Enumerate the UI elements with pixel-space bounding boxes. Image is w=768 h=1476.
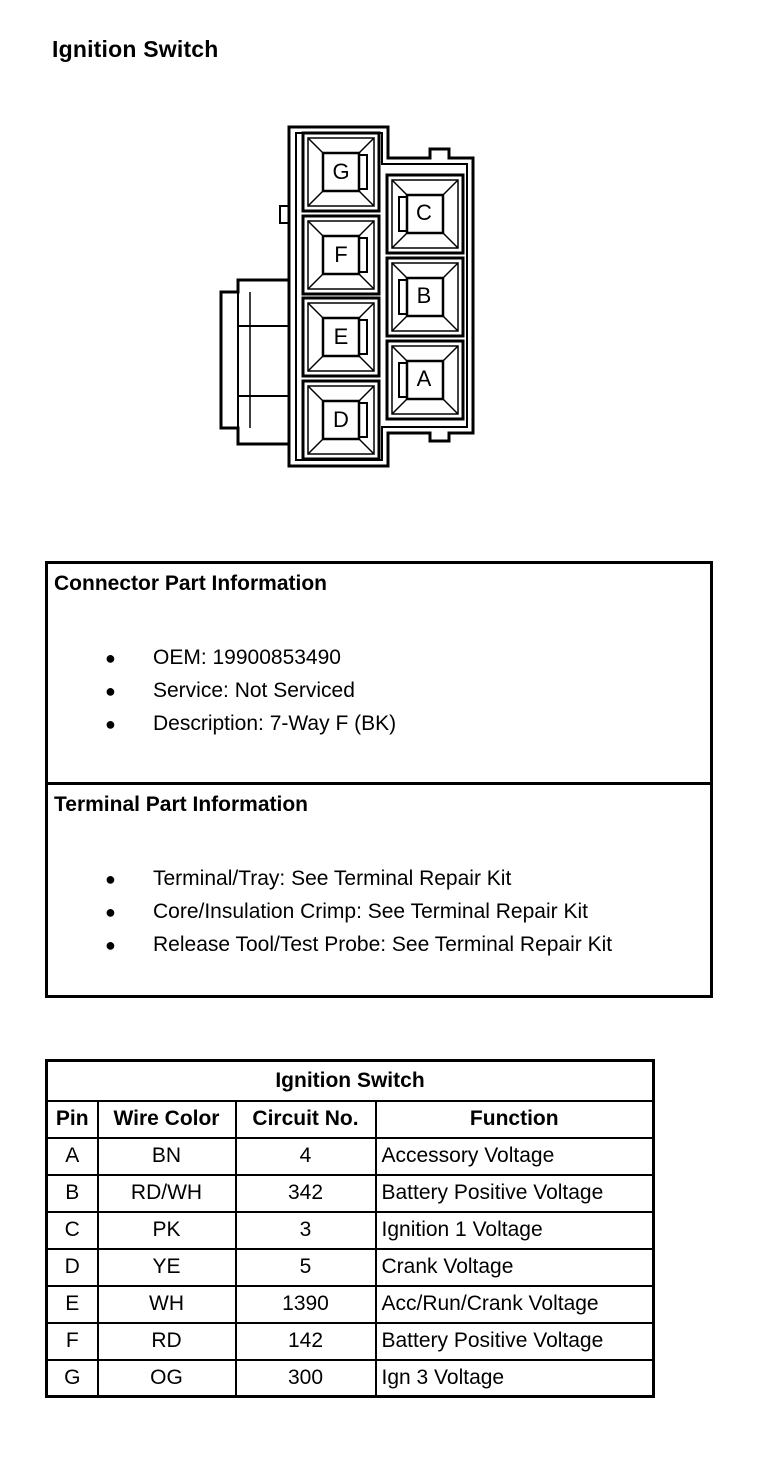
pin-label-d: D bbox=[333, 407, 349, 432]
pin-table-title: Ignition Switch bbox=[45, 1059, 655, 1102]
cavity-g bbox=[301, 131, 381, 213]
cell-function: Accessory Voltage bbox=[374, 1136, 655, 1176]
header-pin: Pin bbox=[45, 1099, 99, 1139]
table-header-row: Pin Wire Color Circuit No. Function bbox=[45, 1099, 655, 1139]
cell-pin: C bbox=[45, 1210, 99, 1250]
list-item: ●Terminal/Tray: See Terminal Repair Kit bbox=[105, 867, 512, 890]
pin-table: Ignition Switch Pin Wire Color Circuit N… bbox=[45, 1059, 655, 1398]
header-circuit-no: Circuit No. bbox=[234, 1099, 377, 1139]
cell-wire-color: RD/WH bbox=[96, 1173, 237, 1213]
connector-face-diagram: G F E D C B A bbox=[219, 125, 475, 468]
cavity-d bbox=[301, 379, 381, 461]
cavity-c bbox=[385, 173, 465, 255]
page-title: Ignition Switch bbox=[52, 36, 219, 62]
cell-function: Battery Positive Voltage bbox=[374, 1173, 655, 1213]
terminal-info-title: Terminal Part Information bbox=[54, 793, 308, 816]
cavity-e bbox=[301, 296, 381, 378]
cell-wire-color: BN bbox=[96, 1136, 237, 1176]
pin-label-e: E bbox=[334, 324, 349, 349]
header-function: Function bbox=[374, 1099, 655, 1139]
connector-info-list: ●OEM: 19900853490 ●Service: Not Serviced… bbox=[48, 646, 710, 745]
cell-wire-color: OG bbox=[96, 1358, 237, 1398]
cell-circuit-no: 5 bbox=[234, 1247, 377, 1287]
terminal-info-list: ●Terminal/Tray: See Terminal Repair Kit … bbox=[48, 867, 710, 966]
list-item: ●Description: 7-Way F (BK) bbox=[105, 712, 397, 735]
cell-wire-color: PK bbox=[96, 1210, 237, 1250]
pin-label-b: B bbox=[417, 283, 432, 308]
list-item: ●OEM: 19900853490 bbox=[105, 646, 341, 669]
cell-function: Ignition 1 Voltage bbox=[374, 1210, 655, 1250]
cell-circuit-no: 1390 bbox=[234, 1284, 377, 1324]
pin-label-c: C bbox=[416, 200, 432, 225]
pin-label-a: A bbox=[417, 366, 432, 391]
cell-function: Crank Voltage bbox=[374, 1247, 655, 1287]
cell-pin: F bbox=[45, 1321, 99, 1361]
cavity-f bbox=[301, 214, 381, 296]
cell-wire-color: RD bbox=[96, 1321, 237, 1361]
cell-pin: B bbox=[45, 1173, 99, 1213]
list-item: ●Service: Not Serviced bbox=[105, 679, 355, 702]
cell-pin: D bbox=[45, 1247, 99, 1287]
cavity-b bbox=[385, 256, 465, 338]
cell-function: Acc/Run/Crank Voltage bbox=[374, 1284, 655, 1324]
list-item: ●Core/Insulation Crimp: See Terminal Rep… bbox=[105, 900, 588, 923]
cell-function: Battery Positive Voltage bbox=[374, 1321, 655, 1361]
cell-circuit-no: 342 bbox=[234, 1173, 377, 1213]
cell-pin: G bbox=[45, 1358, 99, 1398]
cell-circuit-no: 300 bbox=[234, 1358, 377, 1398]
connector-housing bbox=[287, 125, 475, 468]
cell-circuit-no: 142 bbox=[234, 1321, 377, 1361]
cell-function: Ign 3 Voltage bbox=[374, 1358, 655, 1398]
list-item: ●Release Tool/Test Probe: See Terminal R… bbox=[105, 933, 613, 956]
cell-wire-color: YE bbox=[96, 1247, 237, 1287]
cell-circuit-no: 4 bbox=[234, 1136, 377, 1176]
cavity-a bbox=[385, 339, 465, 421]
part-info-box: Connector Part Information ●OEM: 1990085… bbox=[45, 561, 713, 998]
connector-side-tab bbox=[279, 205, 290, 224]
cell-pin: E bbox=[45, 1284, 99, 1324]
connector-part-info: Connector Part Information ●OEM: 1990085… bbox=[48, 564, 710, 785]
header-wire-color: Wire Color bbox=[96, 1099, 237, 1139]
pin-label-f: F bbox=[334, 242, 347, 267]
cell-pin: A bbox=[45, 1136, 99, 1176]
cell-circuit-no: 3 bbox=[234, 1210, 377, 1250]
terminal-part-info: Terminal Part Information ●Terminal/Tray… bbox=[48, 785, 710, 995]
connector-info-title: Connector Part Information bbox=[54, 572, 328, 595]
connector-latch bbox=[219, 278, 289, 446]
cell-wire-color: WH bbox=[96, 1284, 237, 1324]
pin-label-g: G bbox=[332, 159, 349, 184]
